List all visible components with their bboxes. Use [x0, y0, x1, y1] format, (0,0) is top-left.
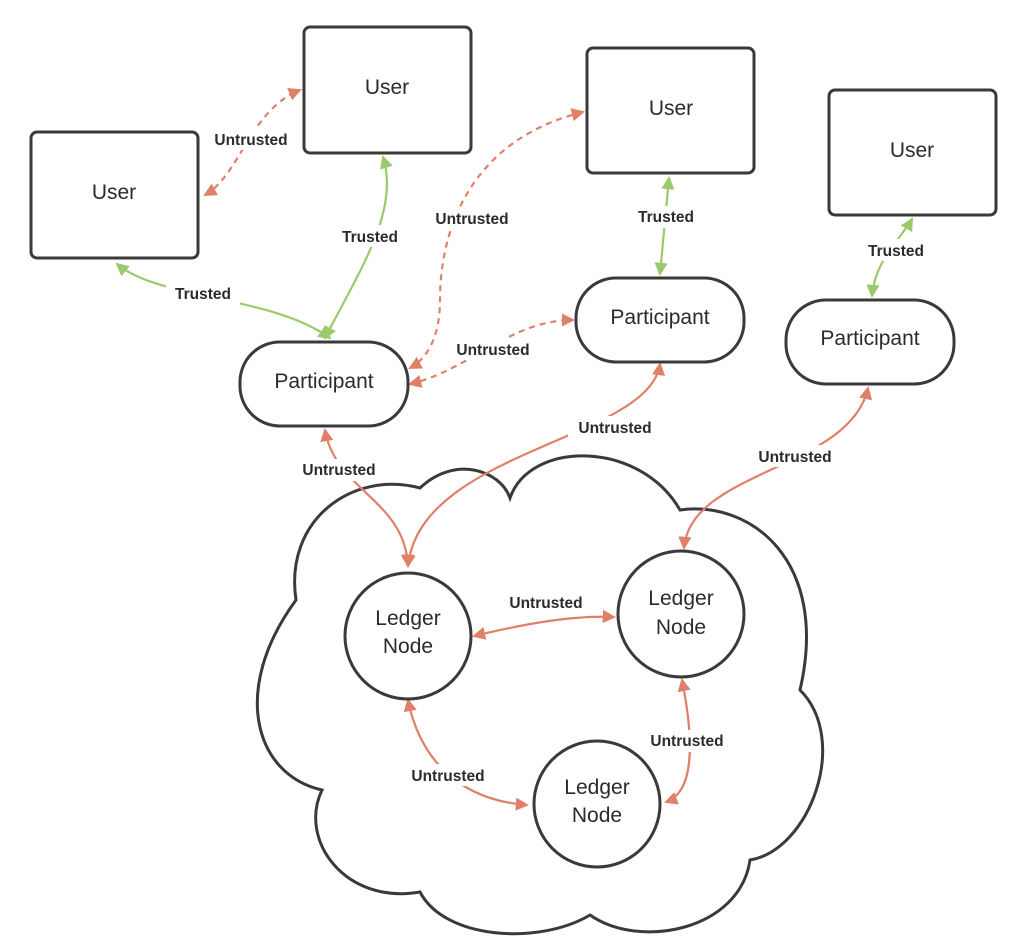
ledger-node-3-label-line2: Node	[572, 804, 622, 827]
edge-label-ledger2-ledger3: Untrusted	[650, 733, 723, 750]
ledger-node-3-label-line1: Ledger	[564, 776, 629, 799]
participant-node-1: Participant	[238, 340, 410, 428]
edge-label-user3-participant2: Trusted	[638, 209, 694, 226]
edge-label-user2-participant1: Trusted	[342, 229, 398, 246]
ledger-node-3: Ledger Node	[532, 739, 662, 869]
edge-label-participant2-ledger1: Untrusted	[578, 420, 651, 437]
edge-ledger1-ledger2	[472, 609, 616, 640]
user-node-2: User	[302, 25, 473, 155]
user-node-3: User	[585, 46, 756, 175]
edge-user2-participant1	[324, 155, 393, 340]
edge-label-participant1-ledger1: Untrusted	[302, 462, 375, 479]
participant-node-3-label: Participant	[820, 327, 919, 350]
edge-label-participant1-participant2: Untrusted	[456, 342, 529, 359]
ledger-node-2: Ledger Node	[616, 549, 746, 679]
edge-label-ledger1-ledger2: Untrusted	[509, 595, 582, 612]
ledger-node-1: Ledger Node	[343, 571, 473, 701]
ledger-node-2-label-line1: Ledger	[648, 587, 713, 610]
edge-participant2-ledger1	[402, 362, 666, 568]
user-node-4: User	[827, 88, 998, 217]
participant-node-3: Participant	[784, 298, 956, 386]
ledger-node-1-label-line2: Node	[383, 635, 433, 658]
user-node-1: User	[29, 130, 200, 260]
participant-node-2: Participant	[574, 276, 746, 364]
user-node-4-label: User	[890, 139, 934, 162]
participant-node-2-label: Participant	[610, 306, 709, 329]
user-node-2-label: User	[365, 76, 409, 99]
edge-label-user4-participant3: Trusted	[868, 243, 924, 260]
ledger-network-cloud	[255, 454, 825, 936]
ledger-node-2-label-line2: Node	[656, 616, 706, 639]
participant-node-1-label: Participant	[274, 370, 373, 393]
user-node-1-label: User	[92, 181, 136, 204]
edge-label-user3-participant1: Untrusted	[435, 211, 508, 228]
edge-label-participant3-ledger2: Untrusted	[758, 449, 831, 466]
edge-label-user1-participant1: Trusted	[175, 286, 231, 303]
edge-label-user1-user2: Untrusted	[214, 132, 287, 149]
ledger-node-1-label-line1: Ledger	[375, 607, 440, 630]
edge-participant3-ledger2	[678, 386, 873, 550]
user-node-3-label: User	[649, 97, 693, 120]
edge-label-ledger1-ledger3: Untrusted	[411, 768, 484, 785]
